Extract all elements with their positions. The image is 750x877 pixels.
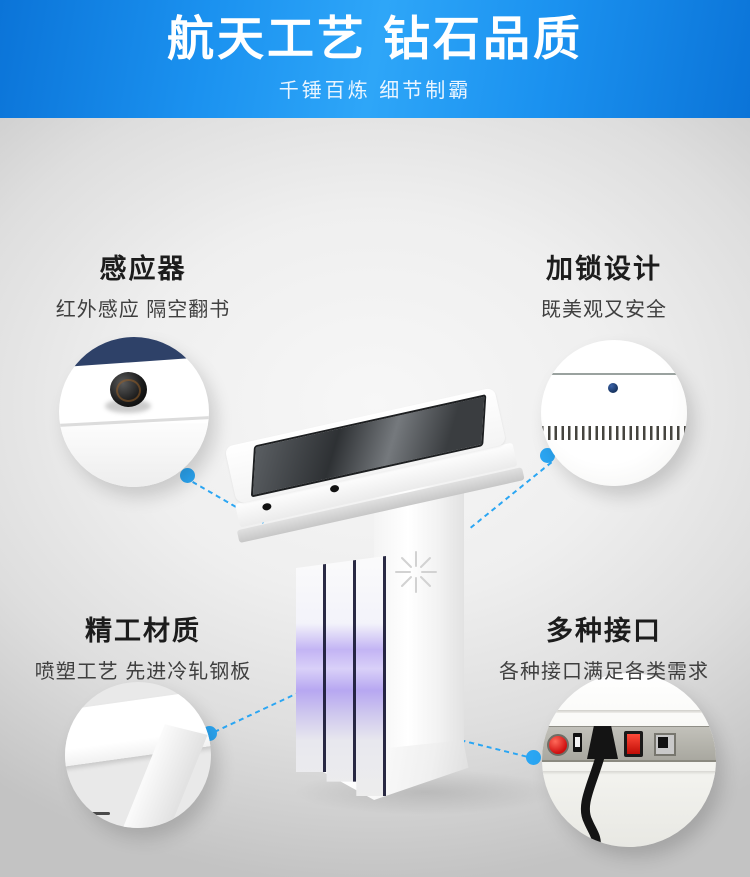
feature-ports-subtitle: 各种接口满足各类需求	[499, 661, 709, 683]
feature-sensor-title: 感应器	[99, 254, 187, 284]
ports-panel-groove	[542, 710, 716, 713]
rocker-switch-red	[627, 734, 640, 754]
lock-keyhole-icon	[608, 383, 618, 393]
lock-panel-seam	[551, 373, 677, 375]
material-detail-photo	[65, 682, 211, 828]
lock-detail-photo	[541, 340, 687, 486]
header-banner: 航天工艺 钻石品质 千锤百炼 细节制霸	[0, 0, 750, 118]
feature-material-subtitle: 喷塑工艺 先进冷轧钢板	[34, 661, 252, 683]
feature-lock-subtitle: 既美观又安全	[541, 299, 667, 321]
ports-panel-groove	[542, 771, 716, 775]
ports-detail-photo	[542, 673, 716, 847]
page-title: 航天工艺 钻石品质	[166, 12, 584, 65]
feature-material-title: 精工材质	[85, 616, 201, 646]
sensor-detail-photo	[59, 337, 209, 487]
ethernet-port-inner	[658, 737, 668, 748]
power-cable	[580, 757, 605, 847]
vent-slots	[541, 426, 687, 440]
ethernet-port-icon	[654, 733, 676, 756]
connector-dot-ports	[526, 750, 541, 765]
usb-port-inner	[575, 737, 580, 747]
feature-lock: 加锁设计 既美观又安全	[474, 254, 734, 322]
connector-line-material	[214, 689, 304, 733]
feature-ports: 多种接口 各种接口满足各类需求	[474, 616, 734, 684]
kiosk-rear-column	[374, 486, 464, 758]
red-power-button	[547, 734, 569, 756]
feature-sensor-subtitle: 红外感应 隔空翻书	[55, 299, 231, 321]
infrared-sensor-lens-icon	[110, 372, 147, 407]
sensor-panel	[59, 423, 209, 487]
page-subtitle: 千锤百炼 细节制霸	[278, 79, 472, 102]
sensor-navy-band	[59, 337, 209, 368]
rocker-switch-icon	[624, 731, 643, 757]
kiosk-front-slats-led	[296, 556, 386, 796]
feature-material: 精工材质 喷塑工艺 先进冷轧钢板	[13, 616, 273, 684]
usb-port-icon	[573, 733, 582, 752]
feature-ports-title: 多种接口	[546, 616, 662, 646]
feature-lock-title: 加锁设计	[546, 254, 662, 284]
panel-slot-mark	[89, 812, 110, 815]
starburst-logo-icon	[395, 551, 437, 593]
feature-sensor: 感应器 红外感应 隔空翻书	[13, 254, 273, 322]
sensor-lens-ring	[116, 379, 141, 402]
